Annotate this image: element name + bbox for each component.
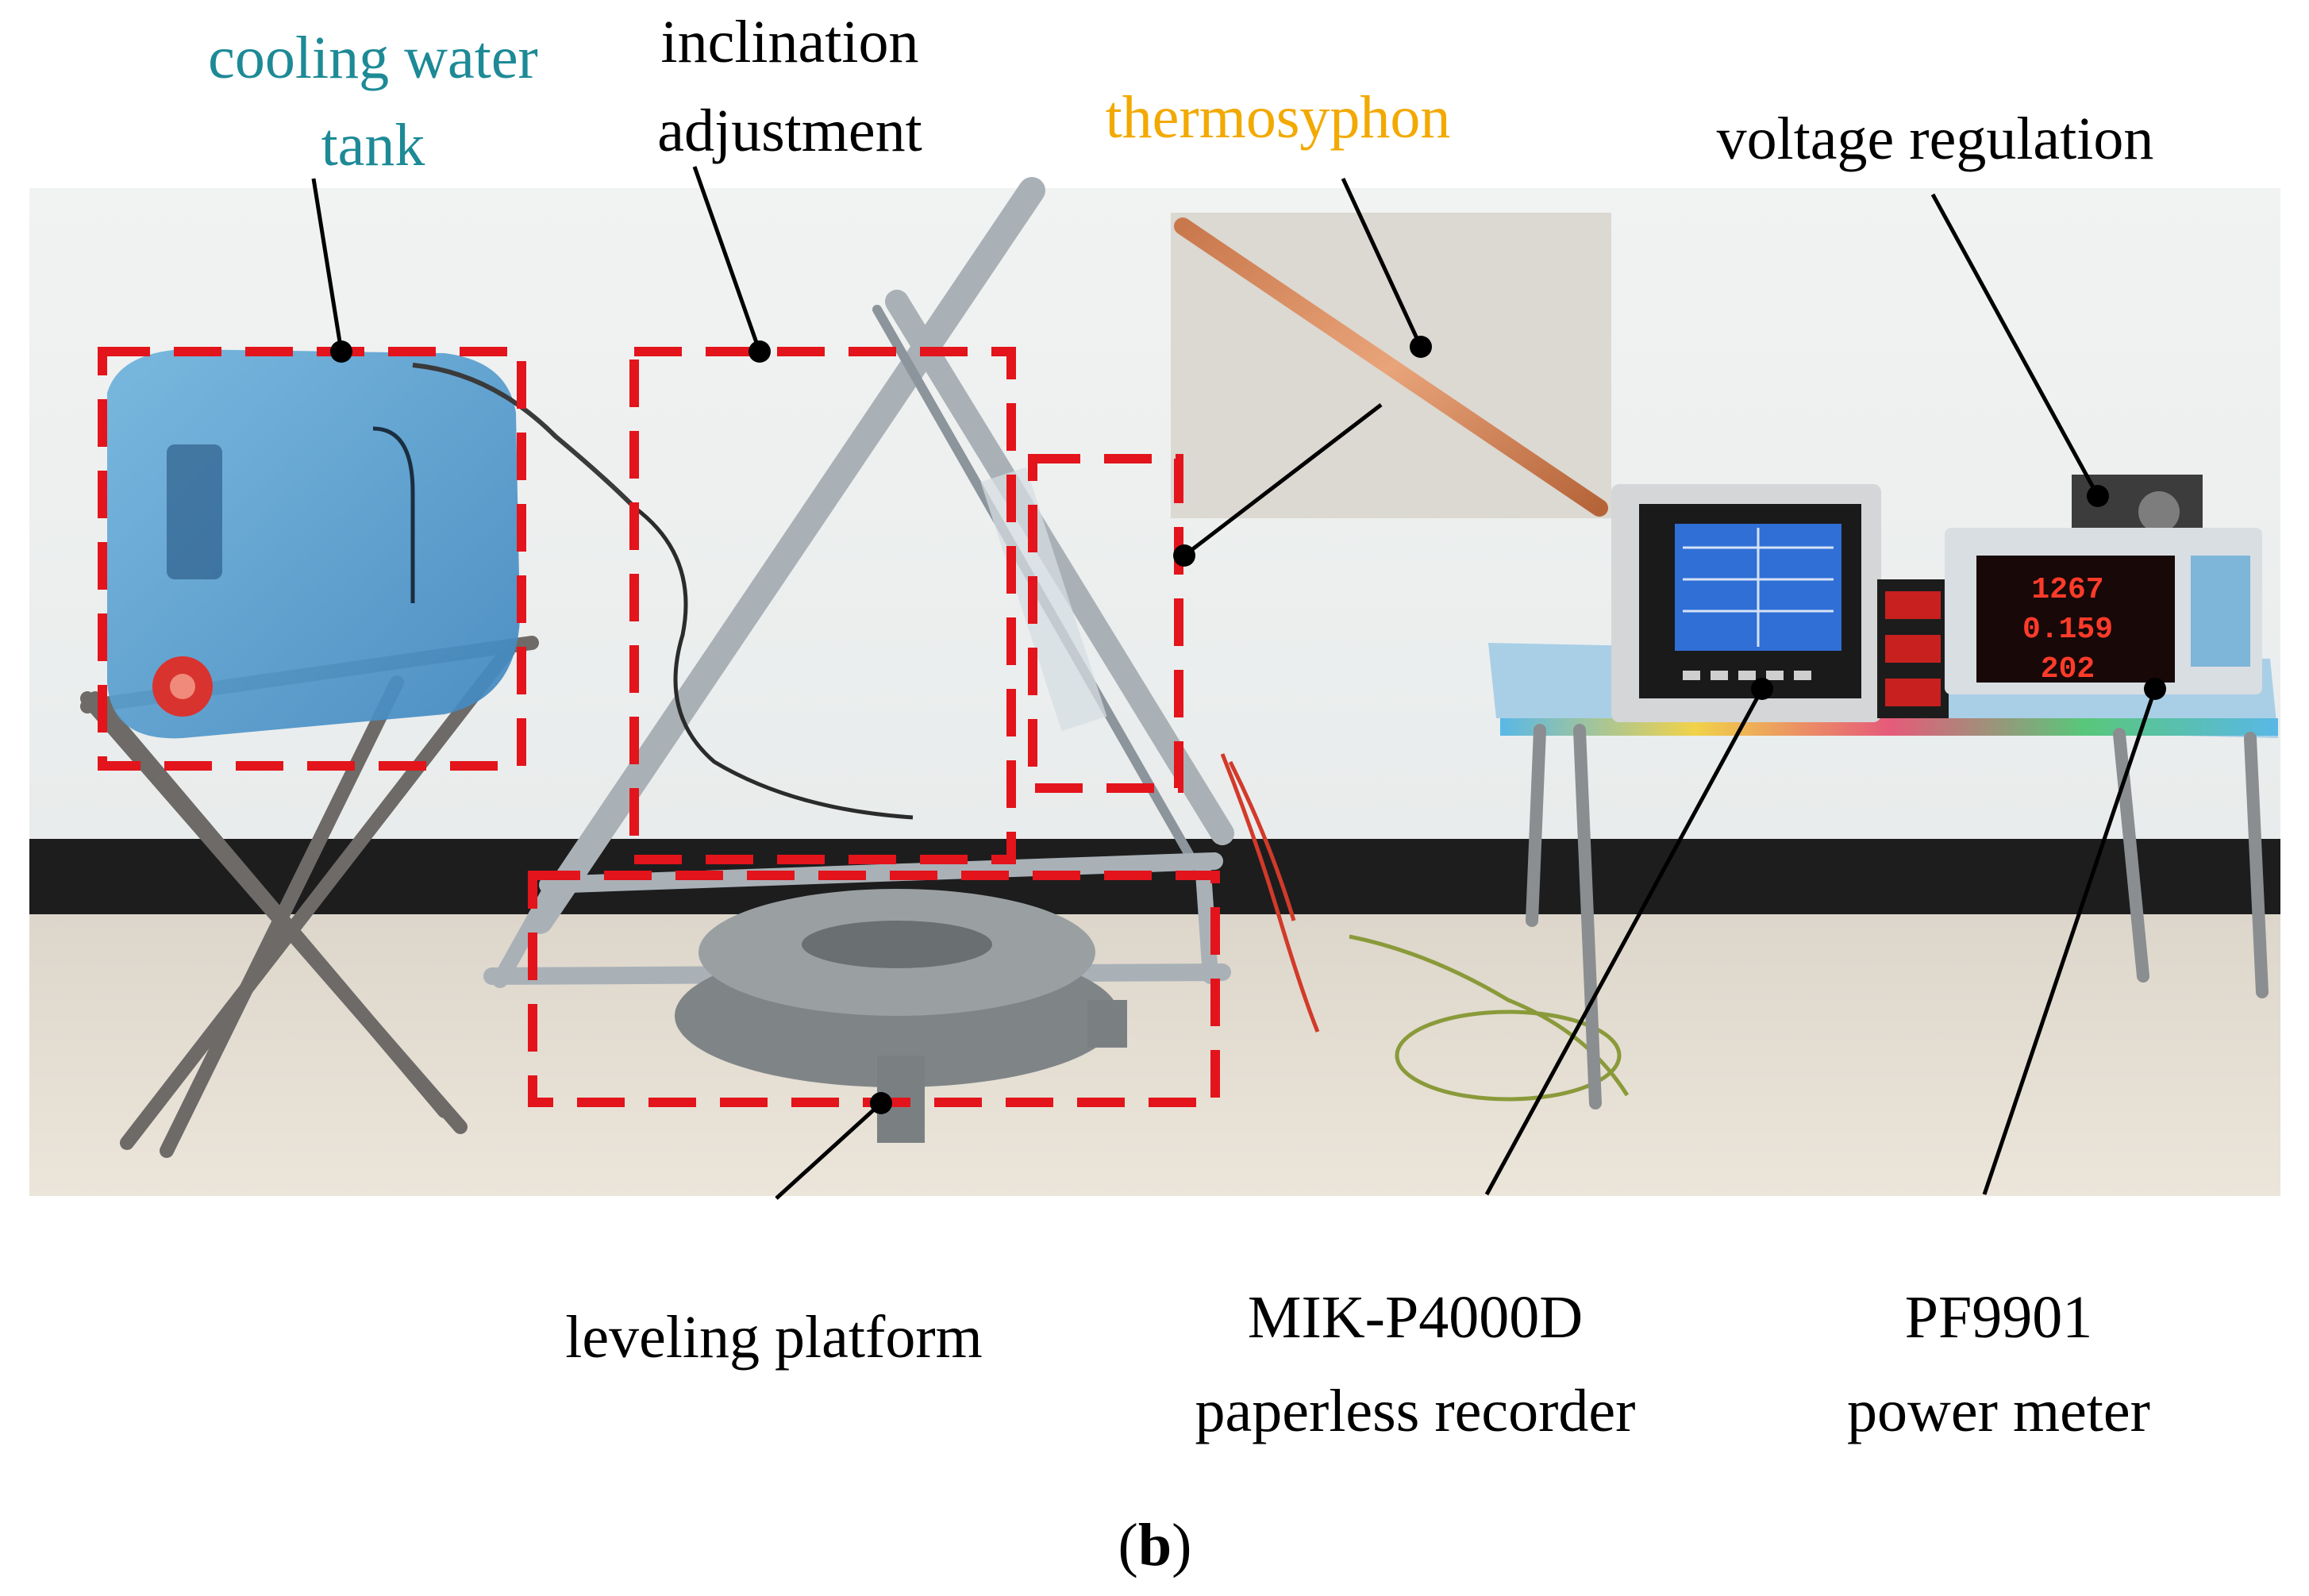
tank-stand (80, 636, 539, 1158)
callout-dots (330, 336, 2166, 1114)
inclination-adjustment-label-line2: adjustment (657, 98, 922, 164)
copper-pipe (1174, 217, 1608, 517)
voltage-regulation-label: voltage regulation (1717, 106, 2154, 172)
baseboard (29, 839, 2280, 914)
leveling-platform-label: leveling platform (565, 1304, 983, 1371)
meter-reading-1: 1267 (2031, 573, 2103, 607)
inclination-highlight-box (629, 347, 1016, 864)
lab-photo: 1267 0.159 202 (29, 177, 2280, 1196)
thermosyphon-inset (1171, 213, 1611, 518)
recorder-label-line1: MIK-P4000D (1248, 1284, 1583, 1351)
power-meter-label-line2: power meter (1847, 1378, 2150, 1444)
power-meter-label-line1: PF9901 (1905, 1284, 2093, 1351)
recorder-label-line2: paperless recorder (1195, 1378, 1636, 1444)
turntable (675, 889, 1127, 1143)
glass-tube (980, 467, 1107, 732)
meter-reading-2: 0.159 (2022, 613, 2113, 647)
cooling-water-tank-label-line2: tank (321, 112, 425, 179)
tank-highlight-box (98, 347, 526, 771)
caption-close-paren: ) (1172, 1512, 1191, 1579)
floor (29, 914, 2280, 1196)
cooling-water-tank-label-line1: cooling water (208, 25, 538, 91)
thermosyphon-label: thermosyphon (1106, 84, 1451, 151)
water-tank (107, 349, 637, 739)
meter-reading-3: 202 (2041, 652, 2095, 686)
inclination-adjustment-label-line1: inclination (660, 9, 918, 75)
callout-lines (311, 166, 2157, 1200)
thermosyphon-highlight-box (1028, 454, 1183, 793)
figure-caption: (b) (1118, 1512, 1192, 1579)
power-meter-device: 1267 0.159 202 (1945, 475, 2262, 694)
paperless-recorder (1611, 484, 1949, 722)
caption-letter: b (1138, 1512, 1172, 1579)
caption-open-paren: ( (1118, 1512, 1138, 1579)
